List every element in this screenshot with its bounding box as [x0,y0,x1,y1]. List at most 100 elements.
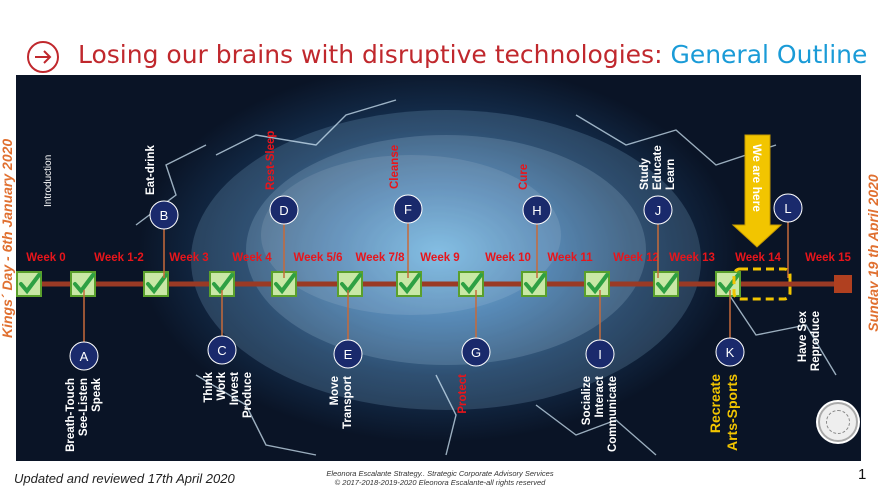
activity-label: Cure [518,164,530,190]
week-label: Week 7/8 [355,252,405,264]
updated-note: Updated and reviewed 17th April 2020 [14,471,235,486]
lightning-bolt [535,404,657,456]
checkbox-icon [16,271,42,297]
activity-label: Think [203,371,215,402]
timeline-stage: Week 0 Week 1-2 Week 3 Week 4 Week 5/6 Week 7… [16,75,861,461]
node-letter: L [784,201,791,216]
end-date-label: Sunday 19 th April 2020 [865,174,878,332]
checkbox-icon [458,271,484,297]
node-letter: F [404,202,412,217]
page-number: 1 [858,466,867,483]
week-label: Week 13 [669,252,715,264]
activity-label: Learn [665,159,677,190]
lightning-bolt [435,374,457,456]
week-label: Week 5/6 [293,252,342,264]
checkmark-icon [212,273,234,295]
arrow-right-circle-icon[interactable] [26,40,60,74]
node-circle [333,339,363,369]
node-letter: J [655,203,662,218]
activity-label: Protect [457,374,469,414]
timeline-graphic: Week 0 Week 1-2 Week 3 Week 4 Week 5/6 Week 7… [16,99,852,456]
week-label: Week 0 [26,252,65,264]
checkmark-icon [73,273,95,295]
activity-label: Have Sex [797,310,809,362]
title-accent: General Outline [670,40,868,69]
lightning-bolt [195,374,317,456]
header: Losing our brains with disruptive techno… [0,0,878,75]
week-label: Week 12 [613,252,659,264]
activity-label: Move [329,376,341,405]
activity-label: Arts-Sports [724,374,740,451]
checkbox-icon [70,271,96,297]
lightning-bolt [215,99,397,156]
checkbox-box [337,271,363,297]
activity-label: Speak [91,377,103,411]
checkbox-icon [143,271,169,297]
node-circle [269,195,299,225]
node-circle [715,337,745,367]
checkmark-icon [461,273,483,295]
checkbox-icon [715,271,741,297]
activity-label: Work [216,371,228,400]
page-title: Losing our brains with disruptive techno… [78,40,867,70]
node-circle [773,193,803,223]
week-label: Week 15 [805,252,851,264]
checkmark-icon [656,273,678,295]
node-letter: C [217,343,226,358]
lightning-bolt [575,114,777,166]
checkmark-icon [587,273,609,295]
title-main: Losing our brains with disruptive techno… [78,40,671,69]
node-letter: G [471,345,481,360]
activity-label: Educate [652,145,664,190]
week-label: Week 10 [485,252,531,264]
checkbox-icon [396,271,422,297]
activity-label: See-Listen [78,378,90,436]
checkbox-icon [337,271,363,297]
credit-note: Eleonora Escalante Strategy.. Strategic … [290,469,590,487]
node-circle [461,337,491,367]
brain-glow [191,110,701,410]
checkmark-icon [399,273,421,295]
node-letter: K [726,345,735,360]
node-circle [643,195,673,225]
node-circle [522,195,552,225]
node-circle [393,194,423,224]
activity-label: Study [639,157,651,190]
week-label: Week 1-2 [94,252,144,264]
week-label: Week 3 [169,252,208,264]
activity-label: Cleanse [389,145,401,189]
activity-label: Interact [594,376,606,418]
node-letter: A [80,349,89,364]
here-label: We are here [750,144,764,212]
timeline-end-square [834,275,852,293]
week-label: Week 4 [232,252,272,264]
brain-highlight [261,155,561,315]
node-letter: B [160,208,169,223]
node-circle [149,200,179,230]
node-circle [585,339,615,369]
activity-label: Recreate [707,374,723,433]
activity-label: Transport [342,376,354,429]
activity-label: Rest-Sleep [265,131,277,190]
seal-logo [818,402,858,442]
node-circle [69,341,99,371]
lightning-bolt [715,274,837,376]
activity-label: Invest [229,372,241,405]
activity-label: Eat-drink [145,145,157,195]
node-letter: E [344,347,353,362]
node-letter: I [598,347,602,362]
activity-label: Communicate [607,376,619,452]
checkbox-icon [584,271,610,297]
checkmark-icon [19,273,41,295]
checkmark-icon [524,273,546,295]
activity-label: Socialize [581,376,593,425]
activity-label: Produce [242,372,254,418]
checkmark-icon [274,273,296,295]
start-date-label: Kings´ Day - 6th January 2020 [0,138,15,338]
activity-label: Breath-Touch [65,378,77,452]
here-arrow-icon [731,134,783,248]
week-label: Week 11 [547,252,593,264]
brain-core [246,135,646,365]
credit-line-1: Eleonora Escalante Strategy.. Strategic … [326,469,554,478]
activity-label: Reproduce [810,311,822,371]
